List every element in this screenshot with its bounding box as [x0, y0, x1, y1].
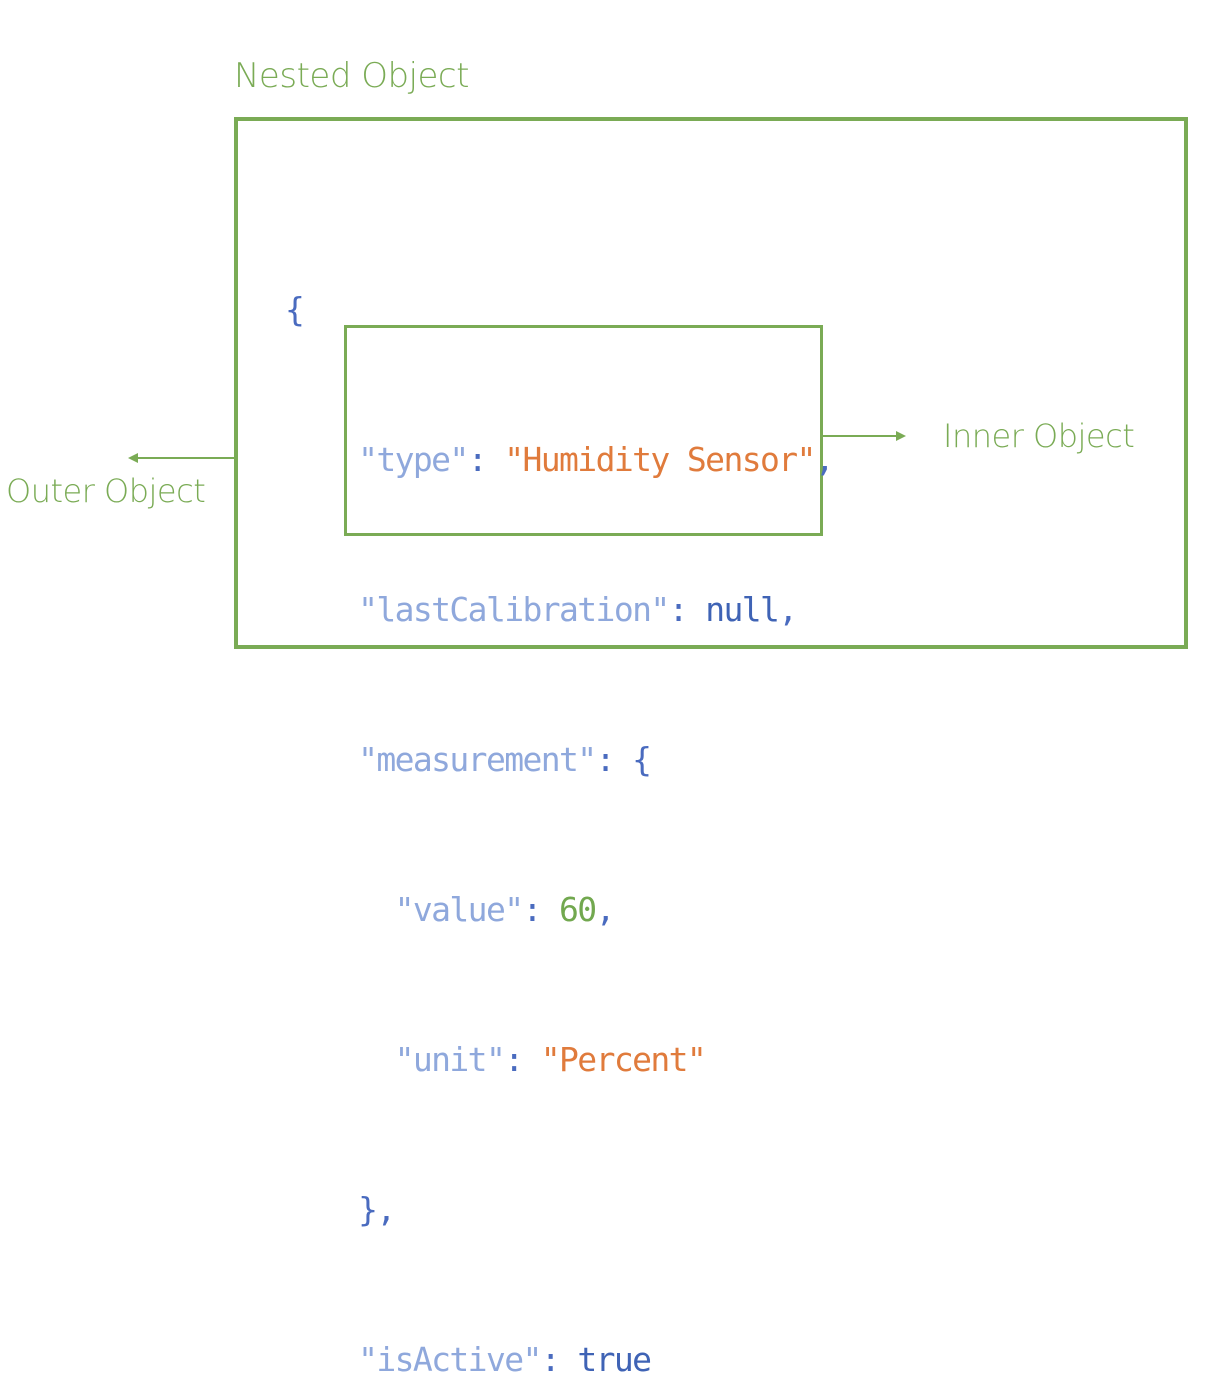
colon: : — [595, 740, 633, 779]
code-line-last-calibration: "lastCalibration": null, — [285, 585, 833, 635]
code-line-type: "type": "Humidity Sensor", — [285, 435, 835, 485]
measurement-close-brace: } — [358, 1190, 378, 1229]
unit-value: "Percent" — [540, 1040, 707, 1079]
code-line-value: "value": 60, — [285, 885, 833, 935]
arrow-left-icon — [128, 453, 138, 463]
colon: : — [467, 440, 505, 479]
colon: : — [504, 1040, 541, 1079]
inner-object-label: Inner Object — [943, 417, 1135, 455]
outer-object-label: Outer Object — [6, 472, 206, 510]
json-code-block: { "type": "Humidity Sensor", "lastCalibr… — [285, 185, 835, 1384]
code-line-is-active: "isActive": true — [285, 1335, 833, 1384]
value-value: 60 — [559, 890, 597, 929]
code-line-measurement: "measurement": { — [285, 735, 833, 785]
comma: , — [814, 440, 835, 479]
outer-object-arrow-line — [136, 457, 234, 459]
colon: : — [522, 890, 560, 929]
comma: , — [376, 1190, 396, 1229]
value-key: "value" — [394, 890, 524, 929]
diagram-title: Nested Object — [234, 56, 469, 96]
is-active-key: "isActive" — [358, 1340, 542, 1379]
inner-object-box — [344, 325, 823, 536]
code-line-open: { — [285, 285, 833, 335]
is-active-value: true — [577, 1340, 652, 1379]
measurement-open-brace: { — [632, 740, 652, 779]
unit-key: "unit" — [394, 1040, 506, 1079]
comma: , — [778, 590, 798, 629]
last-calibration-key: "lastCalibration" — [358, 590, 670, 629]
code-line-unit: "unit": "Percent" — [285, 1035, 833, 1085]
type-value: "Humidity Sensor" — [504, 440, 816, 479]
last-calibration-value: null — [705, 590, 780, 629]
measurement-key: "measurement" — [358, 740, 597, 779]
colon: : — [668, 590, 706, 629]
code-line-measurement-close: }, — [285, 1185, 833, 1235]
arrow-right-icon — [896, 431, 906, 441]
outer-object-box — [234, 117, 1188, 649]
comma: , — [595, 890, 616, 929]
inner-object-arrow-line — [822, 435, 898, 437]
type-key: "type" — [358, 440, 469, 479]
colon: : — [540, 1340, 578, 1379]
open-brace: { — [285, 290, 305, 329]
